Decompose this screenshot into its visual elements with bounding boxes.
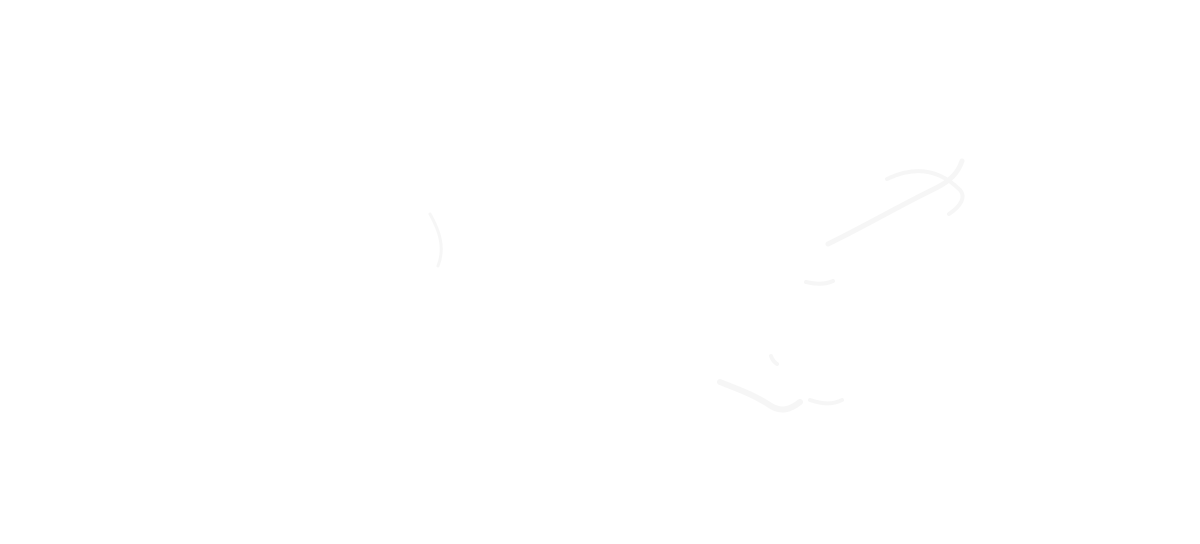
faint-upper-swoosh [825,158,965,247]
faint-small-mark [804,279,835,286]
faint-upper-curve [885,169,965,216]
faint-left-arc [428,212,443,268]
faint-lower-stroke [808,398,844,406]
faint-lower-cluster [717,379,803,413]
faint-dot [769,354,779,366]
